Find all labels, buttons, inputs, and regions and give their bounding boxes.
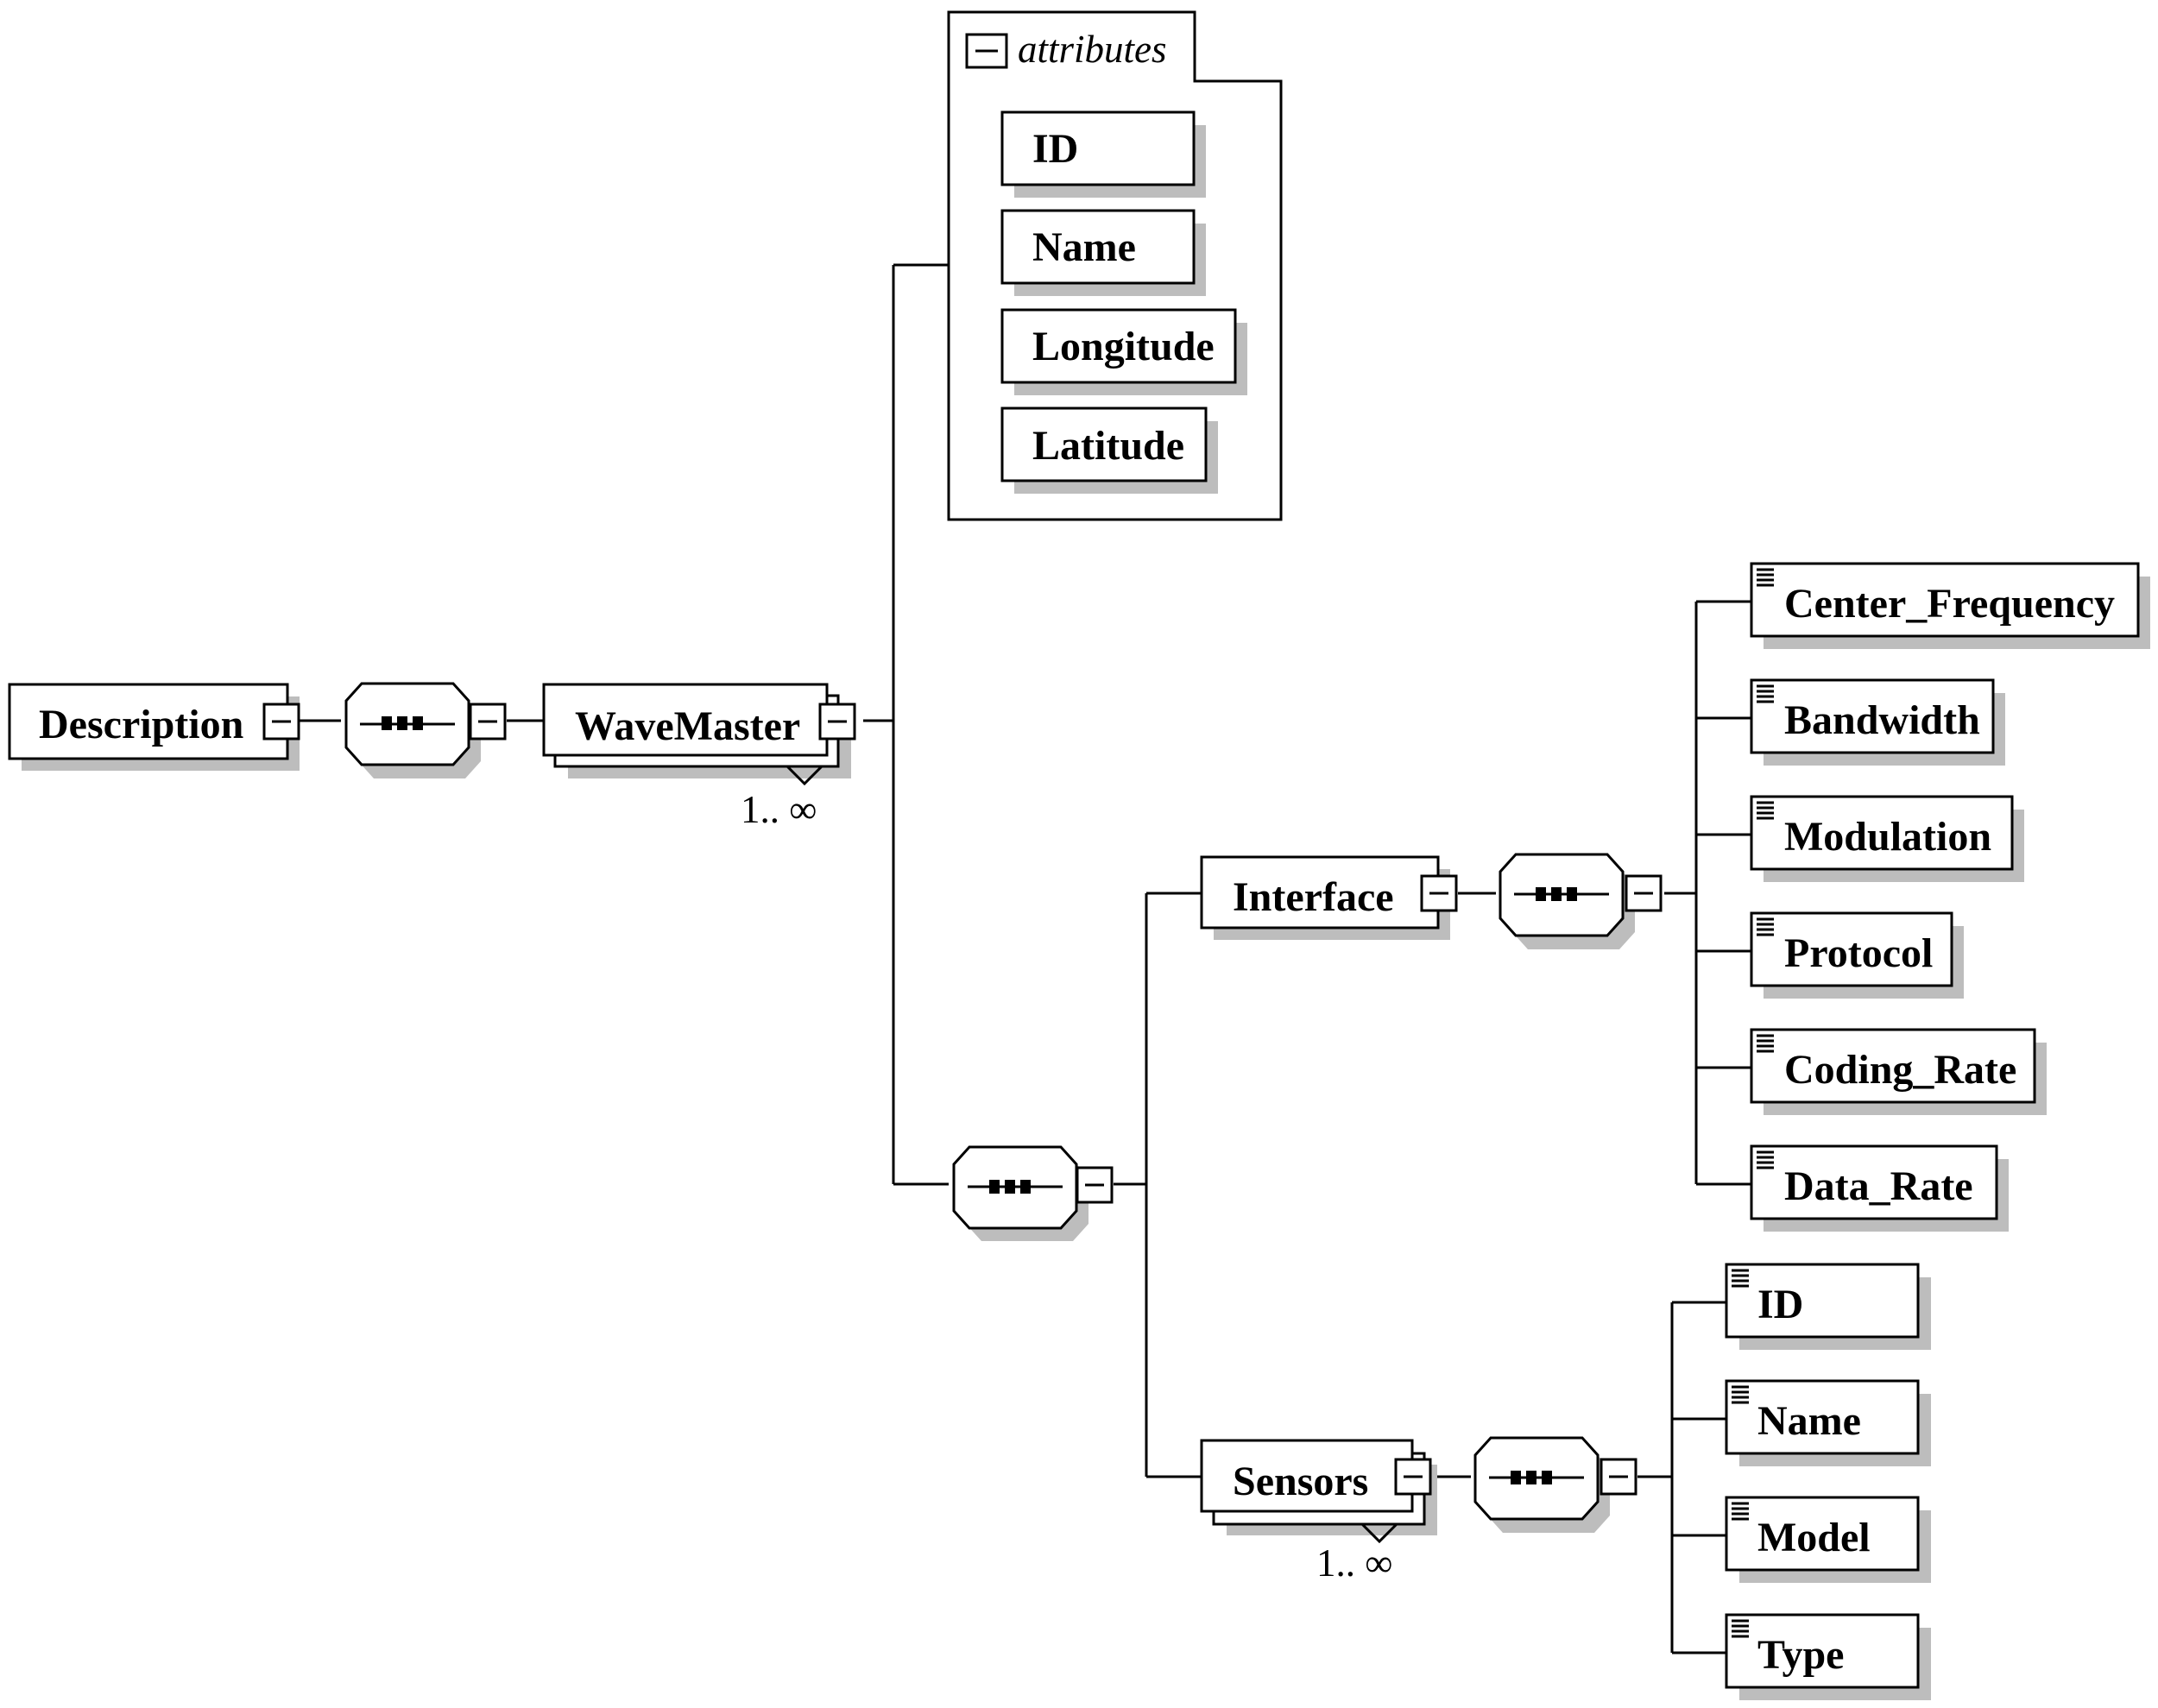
protocol-box[interactable]: [1750, 911, 1953, 987]
sequence-compositor-2[interactable]: [952, 1145, 1114, 1241]
sequence-compositor-4[interactable]: [1473, 1436, 1637, 1533]
simple-element-lines-icon: [1732, 1385, 1749, 1404]
description-label: Description: [39, 702, 243, 747]
element-data-rate[interactable]: Data_Rate: [1750, 1144, 2009, 1232]
simple-element-lines-icon: [1757, 1034, 1774, 1053]
sequence-dot: [1551, 887, 1562, 901]
sequence-compositor-3[interactable]: [1499, 853, 1663, 949]
description-element[interactable]: Description: [8, 683, 300, 771]
sequence-compositor-1[interactable]: [344, 682, 507, 778]
attribute-longitude-label: Longitude: [1032, 324, 1215, 369]
sequence-dot: [1536, 887, 1546, 901]
attributes-group: attributes ID Name Longitude Latitude: [947, 10, 1283, 521]
simple-element-lines-icon: [1732, 1502, 1749, 1521]
sequence-dot: [1567, 887, 1577, 901]
attribute-latitude-label: Latitude: [1032, 423, 1184, 469]
modulation-box[interactable]: [1750, 795, 2014, 871]
element-sensor-id[interactable]: ID: [1725, 1263, 1931, 1350]
sequence-dot: [382, 716, 392, 730]
sensor-model-box[interactable]: [1725, 1496, 1920, 1572]
sequence-dot: [1020, 1180, 1031, 1194]
sensors-children: ID Name Model Type: [1725, 1263, 1931, 1700]
sequence-dot: [413, 716, 423, 730]
attribute-name[interactable]: [1000, 209, 1196, 285]
interface-label: Interface: [1233, 874, 1394, 920]
cardinality-notch: [786, 765, 823, 786]
center-frequency-label: Center_Frequency: [1784, 581, 2115, 627]
attribute-latitude[interactable]: [1000, 407, 1208, 482]
sequence-dot: [1526, 1471, 1536, 1484]
element-modulation[interactable]: Modulation: [1750, 795, 2024, 882]
simple-element-lines-icon: [1757, 801, 1774, 820]
interface-element[interactable]: Interface: [1200, 855, 1458, 940]
wavemaster-cardinality: 1.. ∞: [741, 788, 817, 831]
coding-rate-box[interactable]: [1750, 1028, 2036, 1104]
wavemaster-box[interactable]: [542, 683, 829, 757]
attribute-longitude[interactable]: [1000, 308, 1237, 384]
attribute-id[interactable]: [1000, 110, 1196, 186]
wavemaster-element[interactable]: WaveMaster 1.. ∞: [542, 683, 856, 831]
sequence-dot: [1511, 1471, 1521, 1484]
interface-children: Center_Frequency Bandwidth Modulation: [1750, 562, 2150, 1232]
element-sensor-type[interactable]: Type: [1725, 1613, 1931, 1700]
protocol-label: Protocol: [1784, 930, 1933, 976]
element-coding-rate[interactable]: Coding_Rate: [1750, 1028, 2047, 1115]
element-protocol[interactable]: Protocol: [1750, 911, 1964, 999]
element-bandwidth[interactable]: Bandwidth: [1750, 678, 2005, 766]
data-rate-box[interactable]: [1750, 1144, 1998, 1220]
modulation-label: Modulation: [1784, 814, 1991, 860]
description-box[interactable]: [8, 683, 289, 760]
sensor-id-box[interactable]: [1725, 1263, 1920, 1339]
simple-element-lines-icon: [1732, 1619, 1749, 1638]
sensor-type-box[interactable]: [1725, 1613, 1920, 1689]
data-rate-label: Data_Rate: [1784, 1163, 1973, 1209]
bandwidth-label: Bandwidth: [1784, 697, 1980, 743]
sensor-name-label: Name: [1757, 1398, 1861, 1444]
simple-element-lines-icon: [1732, 1269, 1749, 1288]
sequence-dot: [989, 1180, 1000, 1194]
sensor-id-label: ID: [1757, 1282, 1803, 1327]
sensor-model-label: Model: [1757, 1515, 1871, 1560]
collapse-minus-icon[interactable]: [262, 703, 300, 741]
simple-element-lines-icon: [1757, 1150, 1774, 1169]
wavemaster-label: WaveMaster: [575, 703, 800, 749]
sequence-dot: [1542, 1471, 1552, 1484]
sensors-label: Sensors: [1233, 1459, 1368, 1504]
center-frequency-box[interactable]: [1750, 562, 2140, 638]
sequence-dot: [1005, 1180, 1015, 1194]
attribute-id-label: ID: [1032, 126, 1078, 172]
sensors-element[interactable]: Sensors 1.. ∞: [1200, 1439, 1437, 1585]
element-sensor-model[interactable]: Model: [1725, 1496, 1931, 1583]
interface-box[interactable]: [1200, 855, 1440, 930]
coding-rate-label: Coding_Rate: [1784, 1047, 2016, 1093]
sensor-name-box[interactable]: [1725, 1379, 1920, 1455]
simple-element-lines-icon: [1757, 684, 1774, 703]
bandwidth-box[interactable]: [1750, 678, 1995, 754]
attribute-name-label: Name: [1032, 224, 1136, 270]
sequence-dot: [397, 716, 407, 730]
element-center-frequency[interactable]: Center_Frequency: [1750, 562, 2150, 649]
sensor-type-label: Type: [1757, 1632, 1844, 1678]
simple-element-lines-icon: [1757, 568, 1774, 587]
simple-element-lines-icon: [1757, 917, 1774, 936]
sensors-cardinality: 1.. ∞: [1316, 1541, 1392, 1585]
element-sensor-name[interactable]: Name: [1725, 1379, 1931, 1466]
connector-lines: [300, 263, 1751, 1654]
attributes-title: attributes: [1018, 28, 1167, 71]
cardinality-notch: [1360, 1522, 1398, 1544]
